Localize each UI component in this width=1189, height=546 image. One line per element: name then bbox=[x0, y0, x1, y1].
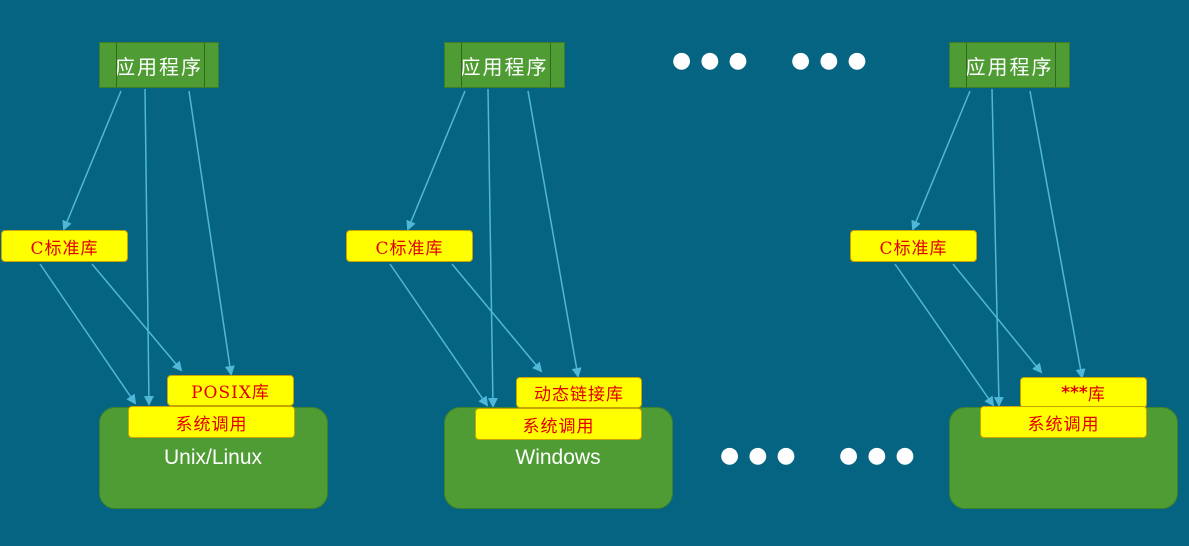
app-label: 应用程序 bbox=[965, 54, 1054, 79]
ellipsis-bottom-right: ●●● bbox=[839, 443, 924, 468]
os-label: Windows bbox=[515, 446, 601, 469]
syscall-label: 系统调用 bbox=[175, 414, 248, 435]
extra-lib-box: POSIX库 bbox=[167, 375, 294, 406]
app-box: 应用程序 bbox=[444, 42, 565, 88]
ellipsis-top-left: ●●● bbox=[672, 48, 757, 73]
extra-lib-suffix: 库 bbox=[1087, 385, 1106, 405]
arrow-app-to-clib bbox=[62, 90, 122, 231]
arrow-app-to-clib bbox=[911, 90, 971, 231]
c-standard-lib-box: C标准库 bbox=[1, 230, 128, 262]
extra-lib-label: 动态链接库 bbox=[534, 385, 624, 405]
arrow-app-to-extra-lib bbox=[188, 90, 235, 376]
app-box: 应用程序 bbox=[99, 42, 219, 88]
c-standard-lib-label: C标准库 bbox=[879, 238, 948, 259]
app-label: 应用程序 bbox=[460, 54, 549, 79]
c-standard-lib-label: C标准库 bbox=[30, 238, 99, 259]
syscall-label: 系统调用 bbox=[522, 416, 595, 437]
arrow-app-to-syscall bbox=[487, 88, 498, 408]
c-standard-lib-box: C标准库 bbox=[346, 230, 473, 262]
arrow-clib-to-syscall bbox=[389, 263, 489, 407]
syscall-label: 系统调用 bbox=[1027, 414, 1100, 435]
arrow-clib-to-extra-lib bbox=[451, 263, 543, 373]
arrow-clib-to-syscall bbox=[39, 263, 137, 405]
extra-lib-box: 动态链接库 bbox=[516, 377, 642, 408]
ellipsis-bottom-left: ●●● bbox=[720, 443, 805, 468]
arrow-clib-to-extra-lib bbox=[91, 263, 183, 372]
extra-lib-stars: *** bbox=[1061, 382, 1088, 403]
extra-lib-box: ***库 bbox=[1020, 377, 1147, 408]
os-label: Unix/Linux bbox=[163, 446, 263, 469]
arrow-clib-to-syscall bbox=[894, 263, 995, 407]
arrow-app-to-syscall bbox=[143, 88, 154, 406]
arrow-app-to-extra-lib bbox=[527, 90, 582, 378]
syscall-box: 系统调用 bbox=[475, 408, 642, 440]
syscall-box: 系统调用 bbox=[128, 406, 295, 438]
syscall-box: 系统调用 bbox=[980, 406, 1147, 438]
arrow-app-to-syscall bbox=[991, 88, 1004, 407]
arrow-clib-to-extra-lib bbox=[952, 263, 1043, 374]
ellipsis-top-right: ●●● bbox=[791, 48, 876, 73]
c-standard-lib-label: C标准库 bbox=[375, 238, 444, 259]
arrow-app-to-extra-lib bbox=[1029, 90, 1086, 379]
app-box: 应用程序 bbox=[949, 42, 1070, 88]
extra-lib-label: POSIX库 bbox=[191, 383, 270, 403]
c-standard-lib-box: C标准库 bbox=[850, 230, 977, 262]
app-label: 应用程序 bbox=[115, 54, 203, 79]
arrow-app-to-clib bbox=[406, 90, 466, 231]
